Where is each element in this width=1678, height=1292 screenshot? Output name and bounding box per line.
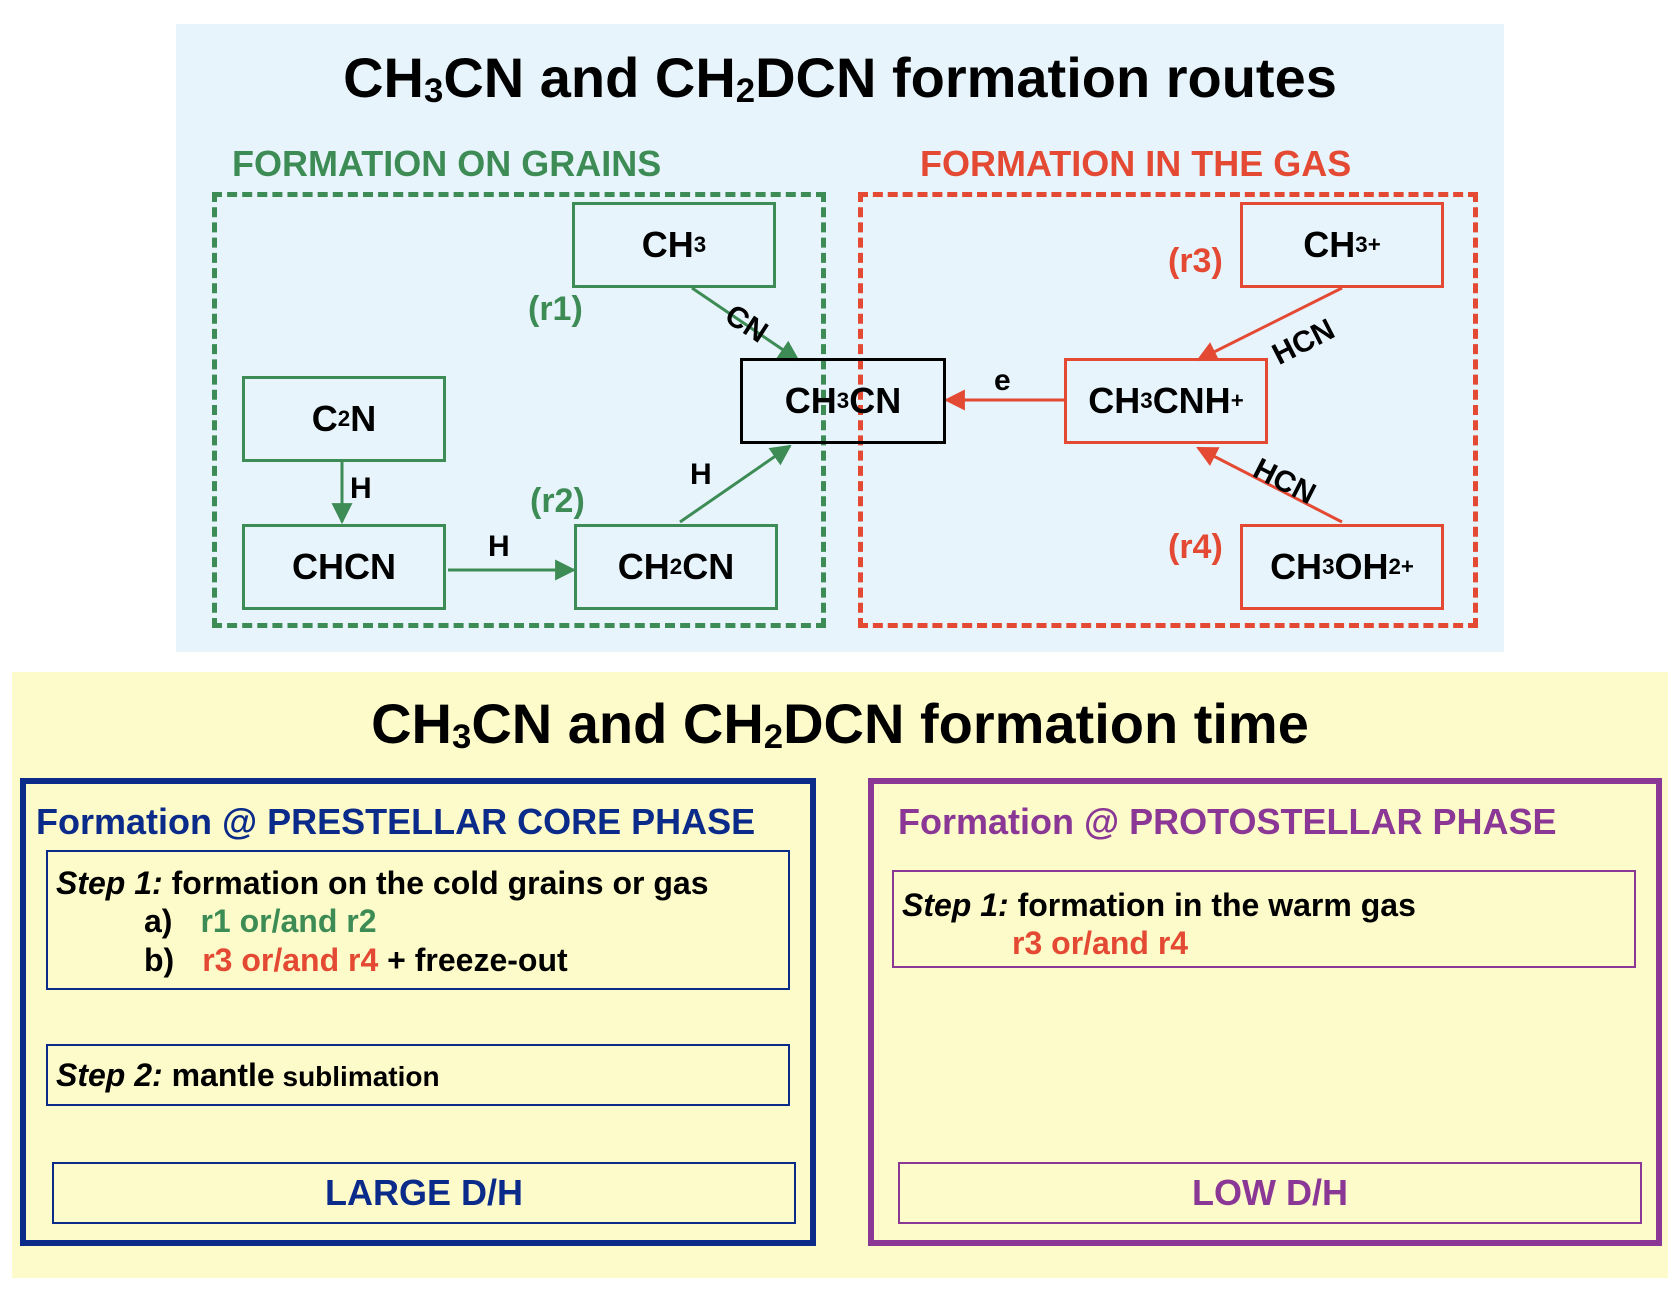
time-title: CH3CN and CH2DCN formation time xyxy=(371,692,1309,757)
edge-label-h-ch2cn: H xyxy=(690,458,712,491)
prestellar-result: LARGE D/H xyxy=(52,1162,796,1224)
protostellar-step1-line: Step 1: formation in the warm gas xyxy=(902,887,1416,923)
protostellar-result: LOW D/H xyxy=(898,1162,1642,1224)
arrow-ch2cn-to-ch3cn xyxy=(679,444,792,524)
reaction-r1-label: (r1) xyxy=(528,290,583,328)
reaction-r4-label: (r4) xyxy=(1168,528,1223,566)
routes-panel xyxy=(176,24,1504,652)
gas-section-label: FORMATION IN THE GAS xyxy=(920,143,1352,184)
arrow-ch3p-to-ch3cnhp xyxy=(1196,286,1343,362)
prestellar-step2-box: Step 2: mantle sublimation xyxy=(46,1044,790,1106)
edge-label-e: e xyxy=(994,364,1011,397)
time-panel xyxy=(12,672,1668,1278)
protostellar-title: Formation @ PROTOSTELLAR PHASE xyxy=(898,801,1557,842)
reaction-r3-label: (r3) xyxy=(1168,242,1223,280)
prestellar-title: Formation @ PRESTELLAR CORE PHASE xyxy=(36,801,756,842)
node-chcn: CHCN xyxy=(242,524,446,610)
prestellar-phase-box xyxy=(20,778,816,1246)
prestellar-step1-line: Step 1: formation on the cold grains or … xyxy=(56,865,709,901)
routes-title: CH3CN and CH2DCN formation routes xyxy=(343,46,1337,111)
reaction-r2-label: (r2) xyxy=(530,482,585,520)
protostellar-phase-box xyxy=(868,778,1662,1246)
gas-region xyxy=(858,192,1478,628)
prestellar-option-a: a)r1 or/and r2 xyxy=(144,903,377,940)
arrow-ch3-to-ch3cn xyxy=(691,286,800,362)
grains-region xyxy=(212,192,826,628)
prestellar-option-b: b)r3 or/and r4 + freeze-out xyxy=(144,941,568,978)
protostellar-step1-box: Step 1: formation in the warm gas r3 or/… xyxy=(892,870,1636,968)
grains-section-label: FORMATION ON GRAINS xyxy=(232,143,662,184)
edge-label-h-c2n: H xyxy=(350,472,372,505)
arrow-ch3oh2p-to-ch3cnhp xyxy=(1196,446,1343,524)
edge-label-h-chcn: H xyxy=(488,530,510,563)
protostellar-step1-reactions: r3 or/and r4 xyxy=(1012,925,1189,962)
prestellar-step1-box: Step 1: formation on the cold grains or … xyxy=(46,850,790,990)
